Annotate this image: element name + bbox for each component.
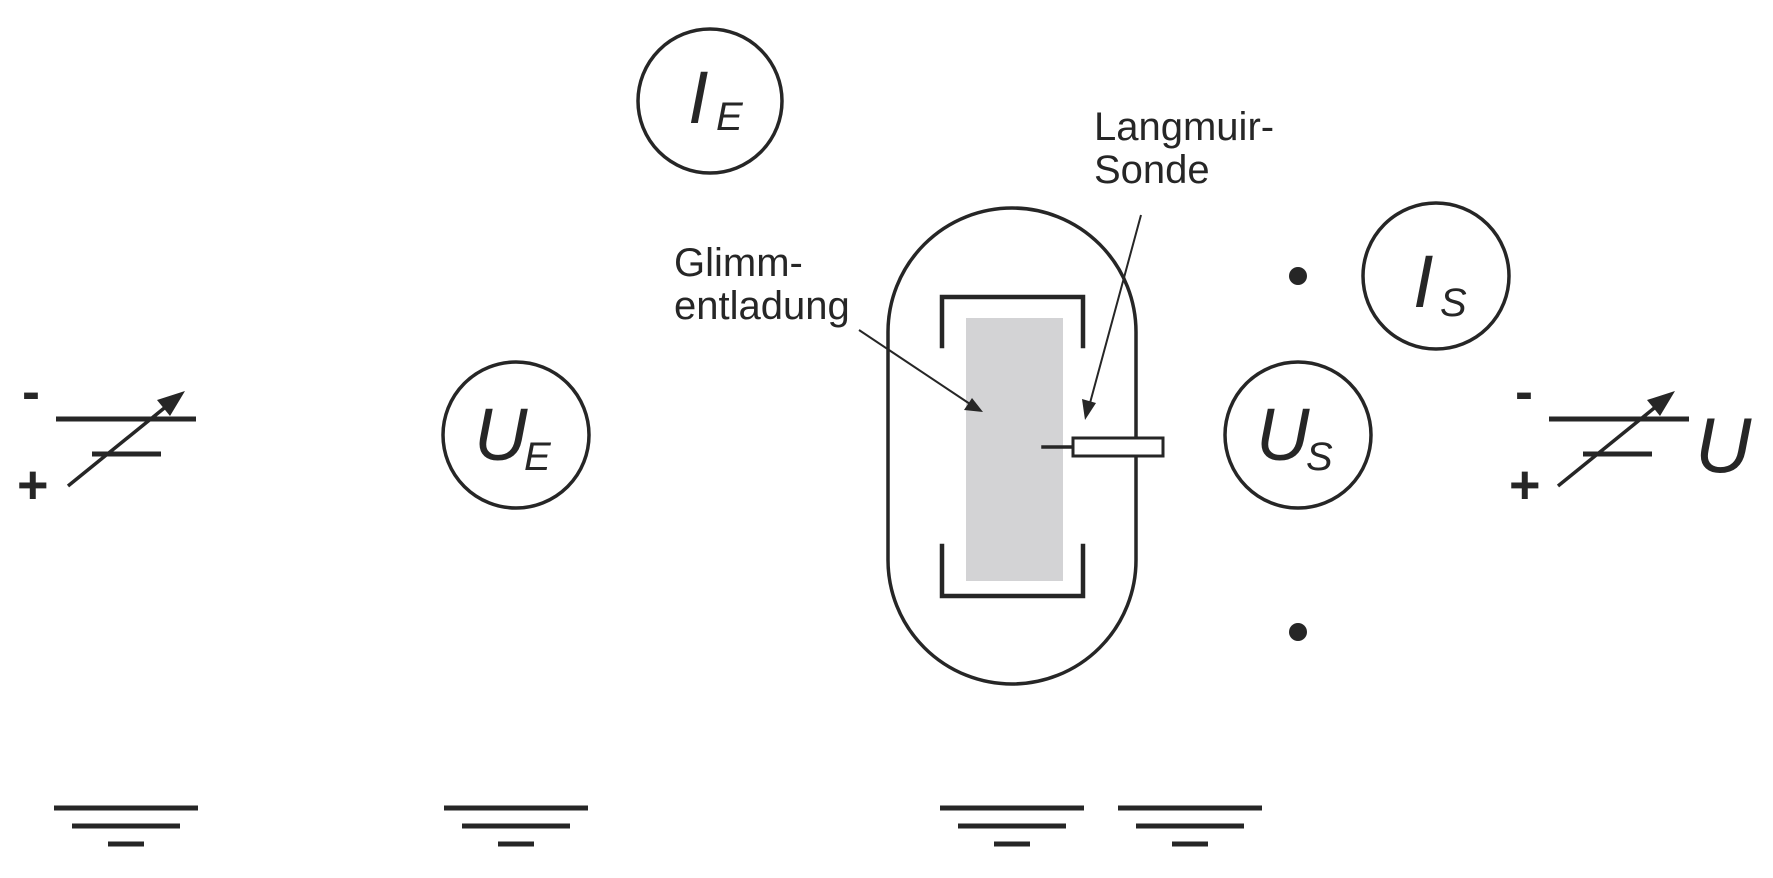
meter-discharge-voltage: U E bbox=[441, 360, 591, 510]
adjustable-arrow-shaft bbox=[1556, 403, 1660, 488]
probe-label-line2: Sonde bbox=[1094, 148, 1210, 192]
anode-electrode bbox=[939, 543, 1086, 599]
discharge-supply: - + bbox=[17, 362, 196, 515]
wire-top-left bbox=[126, 101, 638, 419]
meter-probe-voltage: U S bbox=[1223, 360, 1373, 510]
adjustable-arrow-shaft bbox=[66, 403, 170, 488]
probe-supply-label: U bbox=[1695, 401, 1752, 489]
wires bbox=[126, 101, 1617, 808]
cathode-electrode bbox=[939, 294, 1086, 349]
supply-minus-sign: - bbox=[1515, 362, 1533, 422]
junction-dot-upper bbox=[1289, 267, 1307, 285]
ground-symbols bbox=[54, 805, 1262, 847]
probe-supply: - + U bbox=[1509, 362, 1752, 515]
probe-body bbox=[1071, 436, 1165, 458]
annotation-labels: Langmuir- Sonde Glimm- entladung bbox=[674, 105, 1274, 328]
probe-label-line1: Langmuir- bbox=[1094, 105, 1274, 149]
glow-pointer-line bbox=[858, 329, 971, 405]
adjustable-arrowhead-icon bbox=[157, 391, 185, 416]
glow-pointer-arrowhead bbox=[964, 398, 983, 412]
meter-discharge-current: I E bbox=[636, 27, 784, 175]
meter-probe-current: I S bbox=[1361, 201, 1511, 351]
probe-pointer-arrowhead bbox=[1082, 399, 1096, 420]
junctions bbox=[1289, 267, 1307, 641]
supply-minus-sign: - bbox=[22, 362, 40, 422]
ground-icon bbox=[54, 805, 198, 847]
probe-pointer-line bbox=[1089, 214, 1142, 404]
meter-symbol: U bbox=[1256, 393, 1310, 476]
meter-subscript: S bbox=[1440, 281, 1467, 325]
meter-subscript: E bbox=[524, 435, 552, 479]
meter-circle bbox=[1361, 201, 1511, 351]
meter-subscript: E bbox=[716, 95, 744, 139]
wire-probe-return bbox=[1190, 454, 1617, 808]
adjustable-arrowhead-icon bbox=[1647, 391, 1675, 416]
meter-symbol: U bbox=[474, 393, 528, 476]
tube-envelope bbox=[886, 206, 1138, 686]
meter-circle bbox=[441, 360, 591, 510]
discharge-label-line1: Glimm- bbox=[674, 241, 803, 285]
ground-icon bbox=[444, 805, 588, 847]
meter-symbol: I bbox=[1413, 240, 1434, 323]
meter-circle bbox=[1223, 360, 1373, 510]
plasma-glow bbox=[966, 318, 1063, 581]
ground-icon bbox=[940, 805, 1084, 847]
discharge-tube bbox=[886, 206, 1165, 686]
supply-plus-sign: + bbox=[17, 455, 49, 515]
meter-symbol: I bbox=[688, 56, 709, 139]
supply-plus-sign: + bbox=[1509, 455, 1541, 515]
junction-dot-lower bbox=[1289, 623, 1307, 641]
meter-subscript: S bbox=[1306, 435, 1333, 479]
discharge-label-line2: entladung bbox=[674, 284, 850, 328]
wire-top-right bbox=[782, 101, 1012, 206]
annotation-arrows bbox=[858, 214, 1142, 420]
meter-circle bbox=[636, 27, 784, 175]
ground-icon bbox=[1118, 805, 1262, 847]
